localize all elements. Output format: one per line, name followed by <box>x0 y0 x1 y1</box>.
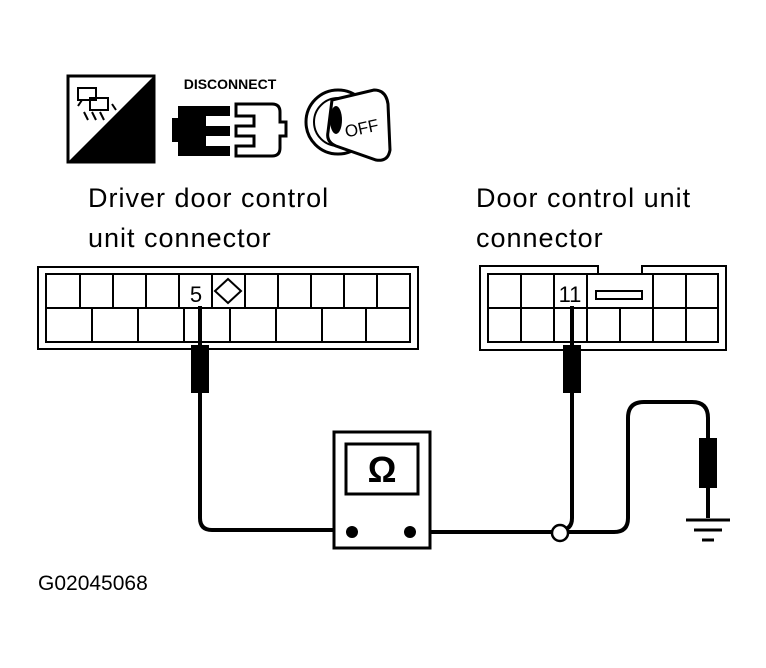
left-connector-title-line2: unit connector <box>88 223 272 253</box>
wire-junction <box>550 523 570 543</box>
figure-code: G02045068 <box>38 572 148 595</box>
ohmmeter: Ω <box>332 430 432 550</box>
left-connector-title-line1: Driver door control <box>88 183 329 213</box>
ground-icon <box>686 518 730 542</box>
right-terminal-number: 11 <box>559 282 582 307</box>
door-control-unit-connector: 11 <box>479 265 727 351</box>
left-terminal-number: 5 <box>190 282 202 307</box>
right-connector-title-line2: connector <box>476 223 604 253</box>
meter-terminal-right <box>404 526 416 538</box>
ignition-key-off-icon: OFF <box>304 88 392 162</box>
driver-door-control-unit-connector: 5 <box>37 266 419 350</box>
hs-harness-icon: H.S. <box>66 74 156 164</box>
disconnect-label: DISCONNECT <box>184 76 277 92</box>
connector-latch-slot <box>595 290 643 300</box>
right-connector-title-line1: Door control unit <box>476 183 691 213</box>
ohm-symbol: Ω <box>368 449 397 490</box>
connector-key-marker <box>213 277 243 305</box>
left-probe <box>191 306 352 532</box>
hs-badge-text: H.S. <box>109 139 148 161</box>
meter-terminal-left <box>346 526 358 538</box>
disconnect-icon: DISCONNECT <box>172 76 288 158</box>
ground-lead <box>410 400 730 542</box>
